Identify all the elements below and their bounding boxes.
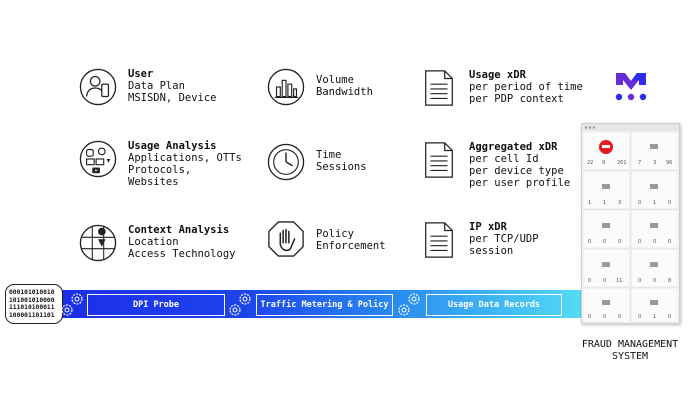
- ip-xdr-details: per TCP/UDP session: [469, 233, 539, 257]
- svg-text:1: 1: [653, 200, 656, 206]
- stage-traffic-metering: Traffic Metering & Policy: [256, 294, 393, 316]
- volume-details: Volume Bandwidth: [316, 74, 373, 98]
- stage-dpi-probe: DPI Probe: [87, 294, 225, 316]
- bar-chart-icon: [267, 68, 305, 106]
- svg-text:0: 0: [603, 314, 606, 320]
- gear-icon: [398, 304, 410, 316]
- brand-logo-icon: [615, 73, 647, 101]
- svg-text:0: 0: [638, 239, 641, 245]
- usage-analysis-details: Applications, OTTs Protocols, Websites: [128, 152, 242, 188]
- ip-xdr-title: IP xDR: [469, 221, 507, 233]
- svg-text:0: 0: [588, 278, 591, 284]
- svg-text:0: 0: [653, 239, 656, 245]
- svg-text:0: 0: [618, 314, 621, 320]
- gear-icon: [229, 304, 241, 316]
- svg-text:1: 1: [653, 314, 656, 320]
- fraud-management-label: FRAUD MANAGEMENT SYSTEM: [581, 339, 679, 362]
- document-icon: [425, 222, 453, 258]
- svg-text:0: 0: [588, 239, 591, 245]
- svg-text:96: 96: [666, 160, 672, 166]
- svg-text:0: 0: [638, 278, 641, 284]
- user-details: Data Plan MSISDN, Device: [128, 80, 217, 104]
- svg-text:8: 8: [668, 278, 671, 284]
- svg-text:0: 0: [588, 314, 591, 320]
- stop-hand-icon: [268, 221, 304, 257]
- user-title: User: [128, 68, 154, 80]
- gear-icon: [71, 293, 83, 305]
- svg-text:3: 3: [653, 160, 656, 166]
- context-analysis-title: Context Analysis: [128, 224, 230, 236]
- gear-icon: [408, 293, 420, 305]
- volume-item: Volume Bandwidth: [267, 68, 373, 106]
- usage-xdr-details: per period of time per PDP context: [469, 81, 583, 105]
- stage-usage-data-records: Usage Data Records: [426, 294, 562, 316]
- svg-text:0: 0: [638, 314, 641, 320]
- svg-text:0: 0: [603, 278, 606, 284]
- svg-text:0: 0: [668, 314, 671, 320]
- binary-data-block: 000101010010 101001010000 111010100011 1…: [5, 284, 63, 324]
- svg-text:0: 0: [668, 200, 671, 206]
- svg-text:3: 3: [618, 200, 621, 206]
- svg-text:0: 0: [668, 239, 671, 245]
- time-item: Time Sessions: [267, 143, 367, 181]
- user-device-icon: [79, 68, 117, 106]
- svg-text:22: 22: [587, 160, 593, 166]
- svg-text:11: 11: [616, 278, 622, 284]
- map-location-icon: [79, 224, 117, 262]
- svg-text:0: 0: [603, 239, 606, 245]
- svg-text:1: 1: [603, 200, 606, 206]
- svg-text:0: 0: [653, 278, 656, 284]
- document-icon: [425, 70, 453, 106]
- gear-icon: [61, 304, 73, 316]
- policy-details: Policy Enforcement: [316, 228, 386, 252]
- policy-item: Policy Enforcement: [267, 220, 386, 258]
- clock-icon: [267, 143, 305, 181]
- usage-analysis-title: Usage Analysis: [128, 140, 217, 152]
- aggregated-xdr-title: Aggregated xDR: [469, 141, 558, 153]
- gear-icon: [239, 293, 251, 305]
- svg-text:0: 0: [618, 239, 621, 245]
- usage-xdr-title: Usage xDR: [469, 69, 526, 81]
- svg-text:9: 9: [602, 160, 605, 166]
- svg-text:261: 261: [617, 160, 627, 166]
- document-icon: [425, 142, 453, 178]
- svg-text:0: 0: [638, 200, 641, 206]
- aggregated-xdr-details: per cell Id per device type per user pro…: [469, 153, 571, 189]
- time-details: Time Sessions: [316, 149, 367, 173]
- context-analysis-details: Location Access Technology: [128, 236, 236, 260]
- apps-icon: [79, 140, 117, 178]
- svg-text:7: 7: [638, 160, 641, 166]
- svg-text:1: 1: [588, 200, 591, 206]
